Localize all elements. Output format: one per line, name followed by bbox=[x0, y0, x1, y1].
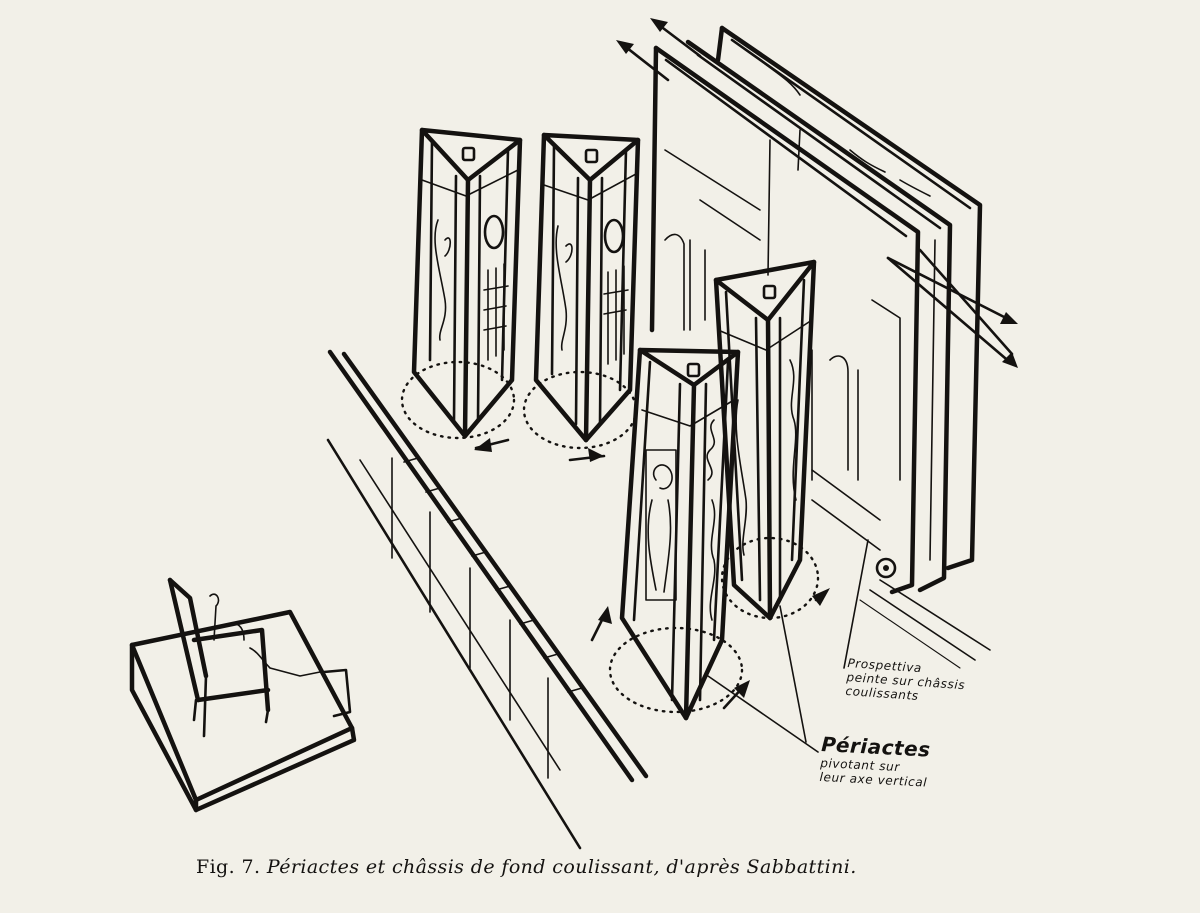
figure-caption: Fig. 7. Périactes et châssis de fond cou… bbox=[196, 856, 857, 878]
prospettiva-label: Prospettiva peinte sur châssis coulissan… bbox=[845, 656, 967, 706]
periacte-back-left bbox=[400, 127, 523, 452]
flat-front bbox=[649, 45, 921, 595]
periactes-label: Périactes pivotant sur leur axe vertical bbox=[819, 732, 931, 790]
periacte-back-middle bbox=[522, 132, 641, 462]
flat-rear bbox=[715, 25, 983, 571]
figure-number: Fig. 7. bbox=[196, 856, 261, 878]
chair-on-platform bbox=[129, 577, 357, 813]
stage-edge bbox=[326, 349, 649, 850]
figure-title: Périactes et châssis de fond coulissant,… bbox=[266, 856, 857, 878]
periacte-right bbox=[713, 259, 830, 621]
flat-middle bbox=[685, 39, 953, 593]
sliding-flats bbox=[649, 25, 991, 669]
label-leader-lines bbox=[707, 539, 869, 753]
flat-motion-arrows bbox=[616, 18, 1018, 368]
periacte-front bbox=[590, 347, 750, 721]
